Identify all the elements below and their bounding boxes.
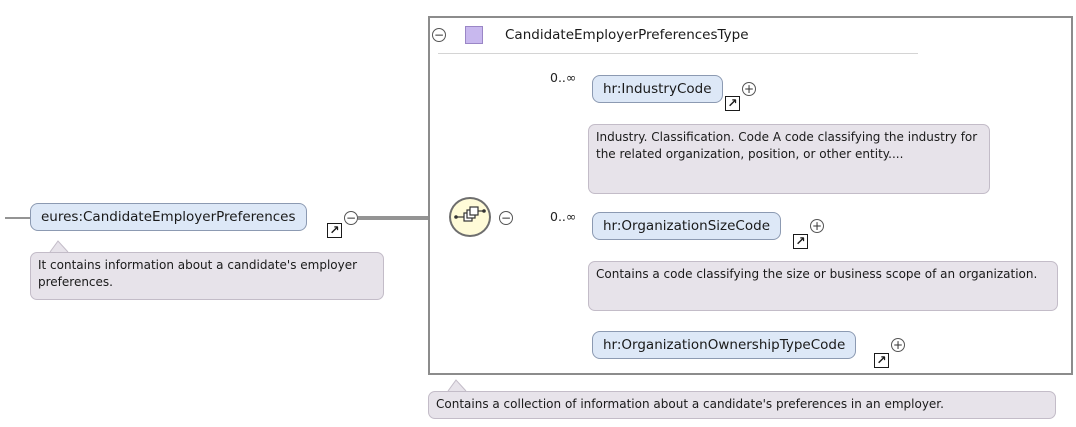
root-element-annotation: It contains information about a candidat…: [30, 252, 384, 300]
expand-symbol: +: [892, 338, 904, 352]
compositor-collapse-toggle[interactable]: −: [499, 211, 513, 225]
child-element-name: hr:OrganizationOwnershipTypeCode: [603, 337, 846, 353]
child-element-organization-size-code[interactable]: hr:OrganizationSizeCode: [592, 212, 781, 240]
annotation-text: Industry. Classification. Code A code cl…: [596, 130, 978, 161]
complex-type-name: CandidateEmployerPreferencesType: [505, 27, 749, 43]
root-annotation-text: It contains information about a candidat…: [38, 258, 358, 289]
complex-type-icon: [465, 26, 483, 44]
expand-symbol: +: [743, 82, 755, 96]
child-element-organization-ownership-type-code[interactable]: hr:OrganizationOwnershipTypeCode: [592, 331, 857, 359]
expand-toggle-organization-size-code[interactable]: +: [810, 219, 824, 233]
occurrence-label: 0..∞: [550, 209, 577, 224]
annotation-text: Contains a code classifying the size or …: [596, 267, 1038, 281]
root-element-name: eures:CandidateEmployerPreferences: [41, 209, 296, 225]
child-element-industry-code[interactable]: hr:IndustryCode: [592, 75, 723, 103]
compositor-collapse-symbol: −: [500, 211, 512, 225]
type-collapse-symbol: −: [433, 28, 445, 42]
expand-toggle-organization-ownership-type-code[interactable]: +: [891, 338, 905, 352]
complex-type-box: [428, 16, 1073, 375]
expand-toggle-industry-code[interactable]: +: [742, 82, 756, 96]
type-collapse-toggle[interactable]: −: [432, 28, 446, 42]
organization-size-code-annotation: Contains a code classifying the size or …: [588, 261, 1058, 311]
type-annotation: Contains a collection of information abo…: [428, 391, 1056, 419]
child-element-name: hr:IndustryCode: [603, 81, 712, 97]
reference-arrow-icon: ↗: [793, 234, 808, 249]
occurrence-label: 0..∞: [550, 70, 577, 85]
sequence-compositor[interactable]: [449, 197, 491, 237]
reference-arrow-icon: ↗: [327, 223, 342, 238]
sequence-icon: [454, 206, 486, 222]
reference-arrow-icon: ↗: [874, 353, 889, 368]
root-element-node[interactable]: eures:CandidateEmployerPreferences: [30, 203, 307, 231]
type-annotation-text: Contains a collection of information abo…: [436, 397, 944, 411]
industry-code-annotation: Industry. Classification. Code A code cl…: [588, 124, 990, 194]
type-header-separator: [438, 53, 918, 54]
child-element-name: hr:OrganizationSizeCode: [603, 218, 770, 234]
root-collapse-symbol: −: [345, 211, 357, 225]
reference-arrow-icon: ↗: [725, 96, 740, 111]
expand-symbol: +: [811, 219, 823, 233]
root-collapse-toggle[interactable]: −: [344, 211, 358, 225]
